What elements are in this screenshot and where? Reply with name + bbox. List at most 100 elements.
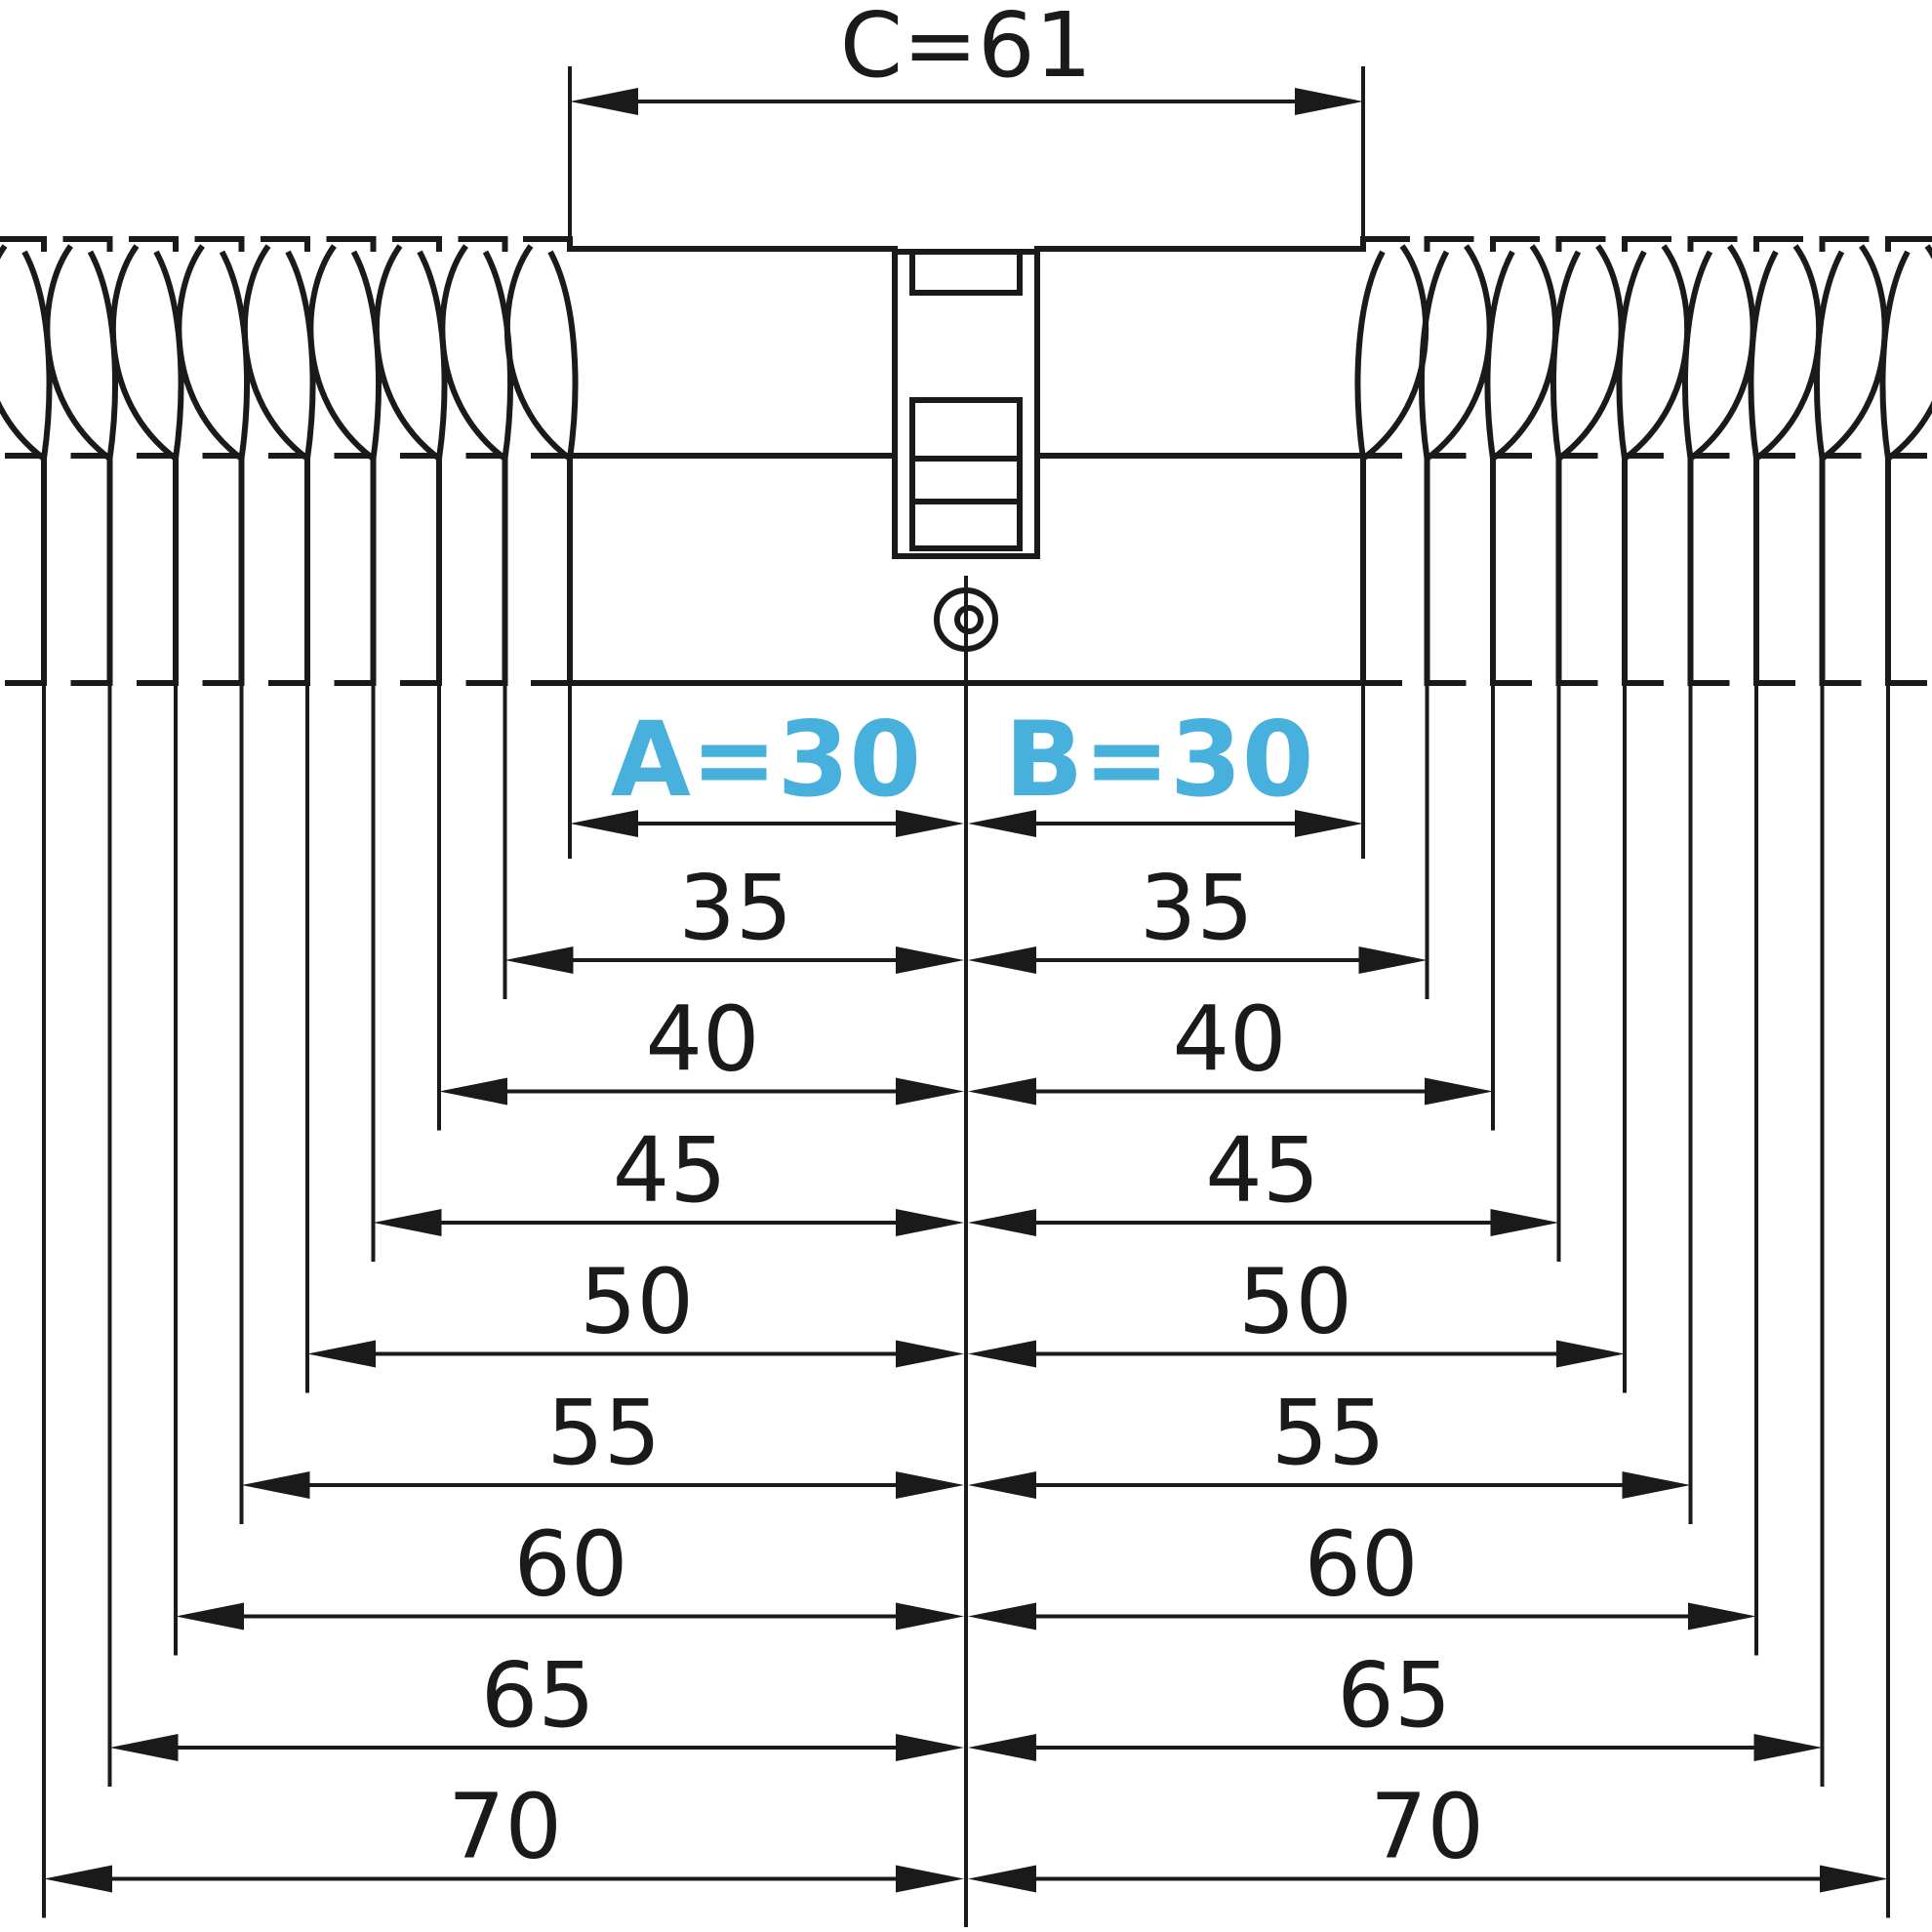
profile-top-flange	[1424, 236, 1474, 252]
profile-left-5	[1748, 236, 1823, 686]
profile-top-flange	[1622, 236, 1671, 252]
profile-left-7	[1879, 236, 1932, 686]
profile-top-flange	[326, 236, 377, 252]
left-arrow-outer-70	[44, 1865, 112, 1893]
profile-left-4	[1682, 236, 1756, 686]
profile-top-flange	[523, 236, 573, 252]
profile-left-0	[1419, 236, 1493, 686]
right-arrow-outer-70	[1820, 1865, 1888, 1893]
profile-top-flange	[1753, 236, 1803, 252]
profile-bulge	[44, 244, 118, 464]
profile-bulge	[1616, 244, 1691, 464]
profile-bulge	[1814, 244, 1888, 464]
profile-lower	[1360, 459, 1402, 686]
right-arrow-outer-60	[1688, 1602, 1756, 1630]
profile-top-flange	[1687, 236, 1738, 252]
profile-top-flange	[129, 236, 179, 252]
left-dimension-label: 70	[448, 1775, 562, 1879]
left-dimension-label: 60	[513, 1512, 627, 1617]
profile-top-flange	[1885, 236, 1932, 252]
profile-top-flange	[1490, 236, 1540, 252]
body-right-outline	[1034, 246, 1363, 556]
left-arrow-outer-60	[176, 1602, 244, 1630]
profile-right-0	[439, 236, 513, 686]
right-dimension-label: 55	[1271, 1381, 1386, 1485]
right-arrow-outer-40	[1425, 1077, 1493, 1106]
profile-right-2	[307, 236, 382, 686]
c-label: C=61	[840, 0, 1092, 98]
profile-lower	[334, 459, 377, 686]
left-dimension-label: 65	[481, 1643, 595, 1748]
left-arrow-inner-35	[896, 946, 964, 974]
b-arrow-right	[1295, 810, 1363, 837]
right-dimension-label: 60	[1304, 1512, 1418, 1617]
c-dimension: C=61	[568, 0, 1365, 252]
cam-top	[909, 249, 1023, 296]
profile-bulge	[1748, 244, 1823, 464]
b-arrow-left	[968, 810, 1036, 837]
profile-left-body	[1354, 236, 1429, 686]
profile-bulge	[1419, 244, 1493, 464]
right-arrow-inner-40	[968, 1077, 1036, 1106]
profile-lower	[1885, 459, 1927, 686]
profile-bulge	[439, 244, 513, 464]
left-dimension-label: 35	[678, 856, 792, 960]
right-arrow-outer-35	[1358, 946, 1428, 974]
profile-right-1	[373, 236, 448, 686]
profile-bulge	[1879, 244, 1932, 464]
left-arrow-outer-50	[307, 1340, 376, 1368]
cylinder-body	[570, 246, 1363, 686]
profile-top-flange	[194, 236, 245, 252]
profile-lower	[400, 459, 442, 686]
left-arrow-inner-65	[896, 1734, 964, 1761]
profile-right-4	[176, 236, 250, 686]
right-arrow-outer-45	[1490, 1209, 1559, 1236]
profile-top-flange	[261, 236, 310, 252]
right-arrow-outer-55	[1622, 1471, 1691, 1499]
left-arrow-outer-45	[373, 1209, 442, 1236]
cam-lower	[909, 499, 1023, 551]
right-arrow-inner-60	[968, 1602, 1036, 1630]
c-arrow-right	[1295, 88, 1363, 115]
profile-lower	[531, 459, 573, 686]
profile-left-3	[1616, 236, 1691, 686]
profile-top-flange	[1360, 236, 1410, 252]
profile-right-6	[44, 236, 118, 686]
left-arrow-outer-55	[241, 1471, 310, 1499]
profile-lower	[1819, 459, 1862, 686]
profile-lower	[1555, 459, 1598, 686]
right-arrow-outer-65	[1753, 1734, 1823, 1761]
profile-left-1	[1484, 236, 1559, 686]
profile-top-flange	[392, 236, 442, 252]
profile-lower	[1753, 459, 1795, 686]
profile-left-6	[1814, 236, 1888, 686]
profile-bulge	[503, 244, 579, 464]
right-dimension-label: 40	[1172, 987, 1286, 1092]
left-dimension-label: 45	[613, 1118, 727, 1223]
profile-bulge	[0, 244, 53, 464]
profile-bulge	[176, 244, 250, 464]
profile-lower	[5, 459, 47, 686]
left-arrow-inner-50	[896, 1340, 964, 1368]
profile-bulge	[241, 244, 316, 464]
left-arrow-inner-45	[896, 1209, 964, 1236]
profile-lower	[268, 459, 310, 686]
profile-lower	[1687, 459, 1730, 686]
right-arrow-inner-70	[968, 1865, 1036, 1893]
right-arrow-inner-55	[968, 1471, 1036, 1499]
profile-bulge	[1682, 244, 1756, 464]
profile-top-flange	[62, 236, 113, 252]
left-arrow-inner-60	[896, 1602, 964, 1630]
left-dimension-label: 55	[546, 1381, 661, 1485]
profile-right-5	[109, 236, 184, 686]
left-arrow-outer-65	[109, 1734, 179, 1761]
body-left-outline	[570, 246, 898, 556]
profile-bulge	[307, 244, 382, 464]
right-dimension-label: 35	[1140, 856, 1254, 960]
cam-middle	[909, 456, 1023, 504]
left-dimension-label: 50	[580, 1250, 694, 1354]
profile-lower	[137, 459, 179, 686]
right-dimension-label: 45	[1205, 1118, 1319, 1223]
profile-top-flange	[0, 236, 47, 252]
